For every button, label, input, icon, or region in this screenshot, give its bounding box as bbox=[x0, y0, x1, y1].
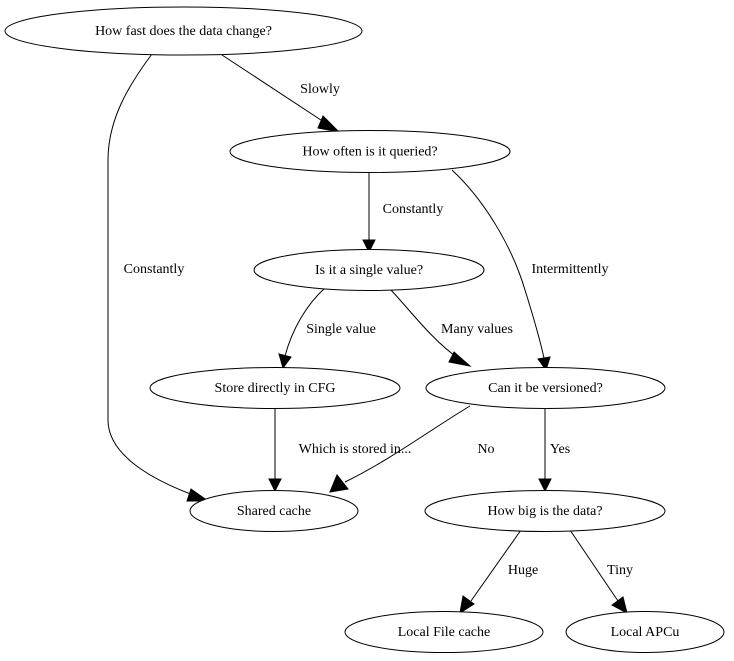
edge-label: Tiny bbox=[607, 563, 633, 578]
edge-line bbox=[344, 405, 471, 483]
node-shape[interactable] bbox=[189, 490, 359, 532]
arrowhead-icon bbox=[538, 478, 552, 493]
node-how-fast[interactable]: How fast does the data change? bbox=[4, 6, 363, 56]
edge-line bbox=[284, 287, 326, 357]
edge-edge-often-intermittently bbox=[451, 169, 551, 372]
arrowhead-icon bbox=[317, 115, 341, 133]
edge-line bbox=[218, 52, 328, 125]
node-label: How fast does the data change? bbox=[95, 24, 272, 39]
node-shared-cache[interactable]: Shared cache bbox=[189, 490, 359, 532]
node-label: Local APCu bbox=[611, 625, 680, 640]
edge-label: Constantly bbox=[124, 262, 185, 277]
arrowhead-icon bbox=[186, 488, 210, 502]
edge-edge-single-single bbox=[278, 287, 326, 370]
edge-edge-single-many bbox=[389, 288, 472, 367]
nodes-layer: How fast does the data change? How often … bbox=[4, 6, 725, 653]
arrowhead-icon bbox=[448, 351, 472, 367]
edge-label: Huge bbox=[508, 563, 538, 578]
node-label: How big is the data? bbox=[487, 504, 602, 519]
arrowhead-icon bbox=[278, 353, 292, 370]
node-shape[interactable] bbox=[229, 130, 511, 173]
node-label: How often is it queried? bbox=[302, 145, 437, 160]
edge-edge-versioned-yes bbox=[538, 409, 552, 493]
edge-edge-versioned-no bbox=[329, 405, 471, 493]
edge-edge-cfg-shared bbox=[268, 409, 282, 493]
edge-edge-big-tiny bbox=[569, 529, 628, 614]
arrowhead-icon bbox=[537, 356, 551, 372]
edge-edge-often-constantly bbox=[362, 173, 376, 254]
arrowhead-icon bbox=[362, 239, 376, 254]
arrowhead-icon bbox=[329, 474, 349, 493]
edge-label: Intermittently bbox=[532, 262, 609, 277]
arrowhead-icon bbox=[611, 596, 628, 614]
arrowhead-icon bbox=[268, 478, 282, 493]
edge-label: Single value bbox=[306, 322, 376, 337]
edge-line bbox=[107, 53, 197, 497]
node-local-file[interactable]: Local File cache bbox=[344, 611, 544, 653]
node-single-value[interactable]: Is it a single value? bbox=[253, 249, 485, 291]
edge-edge-fast-constantly bbox=[107, 53, 210, 502]
node-label: Store directly in CFG bbox=[215, 381, 336, 396]
edge-label: Constantly bbox=[383, 202, 444, 217]
edge-label: Yes bbox=[550, 442, 570, 457]
arrowhead-icon bbox=[459, 595, 475, 615]
node-shape[interactable] bbox=[425, 367, 666, 409]
node-shape[interactable] bbox=[344, 611, 544, 653]
edge-label: No bbox=[477, 442, 494, 457]
edges-layer bbox=[107, 52, 628, 615]
edge-label: Many values bbox=[441, 322, 513, 337]
edge-edge-fast-slowly bbox=[218, 52, 341, 133]
node-label: Can it be versioned? bbox=[488, 381, 603, 396]
node-label: Shared cache bbox=[237, 504, 311, 519]
node-shape[interactable] bbox=[4, 6, 363, 56]
edge-line bbox=[569, 529, 619, 602]
edge-line bbox=[451, 169, 545, 359]
node-local-apcu[interactable]: Local APCu bbox=[565, 611, 725, 653]
node-store-cfg[interactable]: Store directly in CFG bbox=[149, 367, 401, 409]
edge-line bbox=[389, 288, 459, 359]
edge-line bbox=[470, 529, 522, 602]
edge-labels-layer: ConstantlySlowlyConstantlyIntermittently… bbox=[124, 82, 633, 578]
edge-edge-big-huge bbox=[459, 529, 522, 615]
node-how-big[interactable]: How big is the data? bbox=[424, 490, 666, 532]
node-shape[interactable] bbox=[424, 490, 666, 532]
node-versioned[interactable]: Can it be versioned? bbox=[425, 367, 666, 409]
node-shape[interactable] bbox=[253, 249, 485, 291]
edge-label: Which is stored in... bbox=[299, 442, 412, 457]
node-how-often[interactable]: How often is it queried? bbox=[229, 130, 511, 173]
node-label: Is it a single value? bbox=[315, 263, 423, 278]
node-label: Local File cache bbox=[398, 625, 491, 640]
node-shape[interactable] bbox=[565, 611, 725, 653]
node-shape[interactable] bbox=[149, 367, 401, 409]
edge-label: Slowly bbox=[300, 82, 340, 97]
